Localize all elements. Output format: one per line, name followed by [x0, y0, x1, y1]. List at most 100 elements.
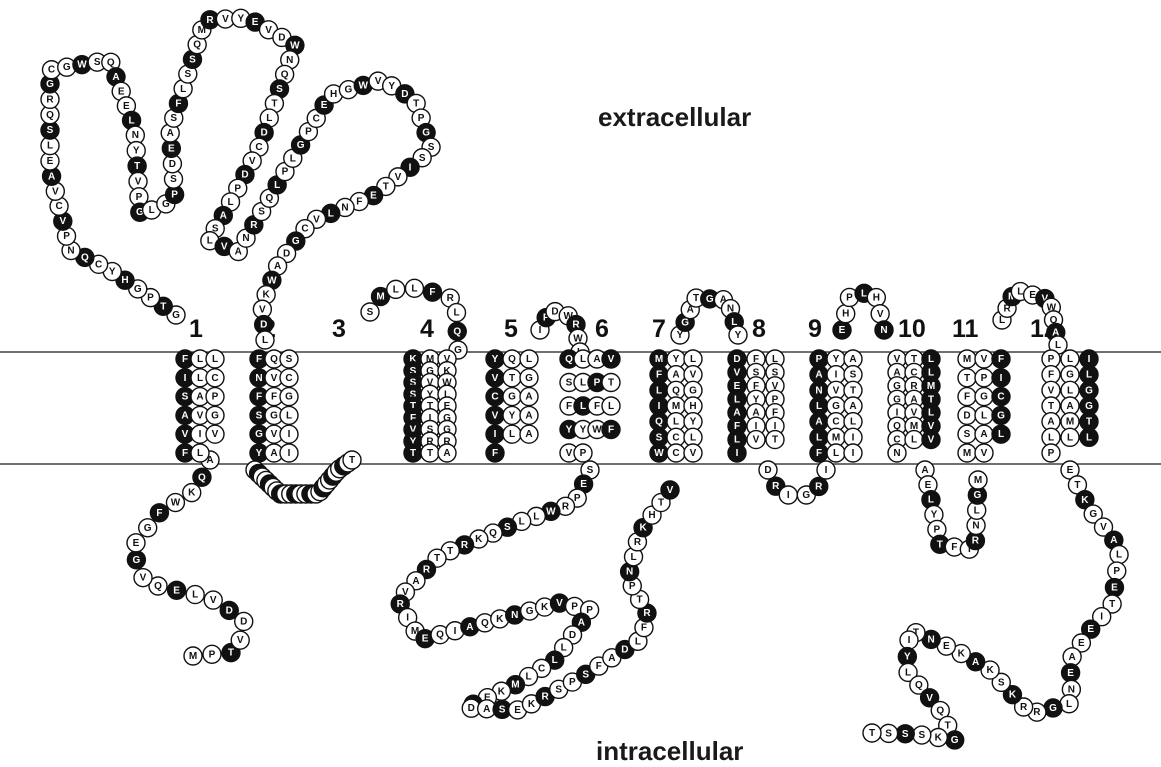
residue-loop_6_7: V	[661, 481, 679, 499]
residue-tm11: C	[992, 388, 1010, 406]
residue-tm6: P	[574, 444, 592, 462]
residue-letter: G	[1089, 509, 1097, 520]
residue-letter: V	[237, 635, 244, 646]
residue-letter: L	[833, 448, 839, 459]
residue-tm6: V	[602, 350, 620, 368]
residue-letter: L	[1048, 432, 1054, 443]
residue-letter: V	[926, 693, 933, 704]
residue-letter: I	[852, 448, 855, 459]
residue-letter: S	[286, 354, 293, 365]
residue-tm11: F	[958, 388, 976, 406]
residue-letter: V	[833, 385, 840, 396]
residue-letter: I	[454, 626, 457, 637]
residue-tm11: T	[958, 369, 976, 387]
residue-letter: E	[1111, 583, 1118, 594]
residue-letter: W	[546, 506, 556, 517]
residue-n_terminus: F	[150, 504, 168, 522]
residue-letter: F	[608, 425, 614, 436]
residue-letter: F	[656, 370, 662, 381]
residue-letter: S	[850, 370, 857, 381]
residue-letter: I	[1088, 354, 1091, 365]
residue-letter: A	[815, 417, 822, 428]
residue-letter: G	[270, 410, 278, 421]
residue-letter: E	[1067, 668, 1074, 679]
residue-n_terminus: Q	[193, 468, 211, 486]
residue-letter: A	[48, 171, 55, 182]
residue-letter: L	[180, 84, 186, 95]
residue-n_terminus: L	[186, 586, 204, 604]
residue-letter: C	[491, 392, 498, 403]
residue-letter: Q	[193, 40, 201, 51]
residue-letter: S	[998, 677, 1005, 688]
residue-letter: F	[951, 542, 957, 553]
residue-letter: V	[877, 309, 884, 320]
helix-number-7: 7	[652, 315, 666, 343]
residue-letter: M	[832, 432, 840, 443]
residue-tm8: V	[747, 431, 765, 449]
residue-tm8: T	[766, 431, 784, 449]
residue-letter: P	[580, 448, 587, 459]
residue-letter: V	[566, 448, 573, 459]
residue-tm1: G	[206, 406, 224, 424]
residue-letter: S	[47, 125, 54, 136]
residue-loop_1_2: L	[256, 331, 274, 349]
helix-numbers: 1 2 3 4 5 6 7 8 9 10 11 12	[189, 315, 1058, 343]
residue-tm11: V	[975, 350, 993, 368]
residue-letter: Y	[904, 652, 911, 663]
residue-tm12: L	[1061, 428, 1079, 446]
residue-loop_3_4: S	[361, 303, 379, 321]
residue-letter: V	[222, 14, 229, 25]
residue-letter: G	[134, 284, 142, 295]
residue-letter: R	[46, 94, 54, 105]
residue-tm1: V	[206, 425, 224, 443]
helix-number-8: 8	[752, 315, 766, 343]
residue-letter: V	[249, 156, 256, 167]
residue-tm12: P	[1042, 444, 1060, 462]
residue-letter: F	[566, 401, 572, 412]
residue-letter: S	[170, 113, 177, 124]
residue-letter: L	[974, 505, 980, 516]
residue-tm7: V	[684, 444, 702, 462]
residue-tm11: L	[992, 425, 1010, 443]
residue-letter: V	[182, 429, 189, 440]
residue-letter: P	[171, 190, 178, 201]
residue-letter: T	[772, 435, 778, 446]
residue-letter: V	[140, 573, 147, 584]
residue-letter: M	[963, 448, 971, 459]
residue-letter: P	[574, 493, 581, 504]
residue-letter: L	[850, 417, 856, 428]
residue-letter: N	[893, 448, 900, 459]
helix-number-3: 3	[332, 315, 346, 343]
residue-letter: G	[706, 294, 714, 305]
residue-letter: Y	[690, 417, 697, 428]
residue-letter: G	[508, 392, 516, 403]
residue-loop_9_10: H	[867, 289, 885, 307]
residue-letter: H	[648, 510, 655, 521]
residue-letter: Q	[565, 354, 573, 365]
residue-letter: F	[175, 98, 181, 109]
residue-letter: L	[1067, 354, 1073, 365]
residue-c_terminus: A	[1063, 648, 1081, 666]
residue-n_terminus: V	[204, 591, 222, 609]
residue-letter: Q	[915, 680, 923, 691]
residue-letter: L	[981, 410, 987, 421]
residue-letter: R	[772, 481, 780, 492]
residue-letter: I	[539, 325, 542, 336]
helix-number-11: 11	[952, 315, 979, 343]
residue-letter: C	[55, 201, 62, 212]
residue-letter: Q	[655, 417, 663, 428]
residue-letter: Q	[481, 618, 489, 629]
residue-letter: I	[288, 429, 291, 440]
residue-letter: A	[483, 704, 490, 715]
residue-letter: L	[149, 205, 155, 216]
residue-letter: P	[418, 113, 425, 124]
residue-letter: T	[413, 98, 419, 109]
residue-letter: D	[401, 89, 408, 100]
helix-number-9: 9	[808, 315, 822, 343]
residue-letter: Q	[281, 69, 289, 80]
residue-letter: S	[885, 728, 892, 739]
residue-letter: C	[285, 373, 292, 384]
residue-letter: V	[608, 354, 615, 365]
residue-letter: L	[1086, 370, 1092, 381]
residue-tm5: A	[520, 425, 538, 443]
